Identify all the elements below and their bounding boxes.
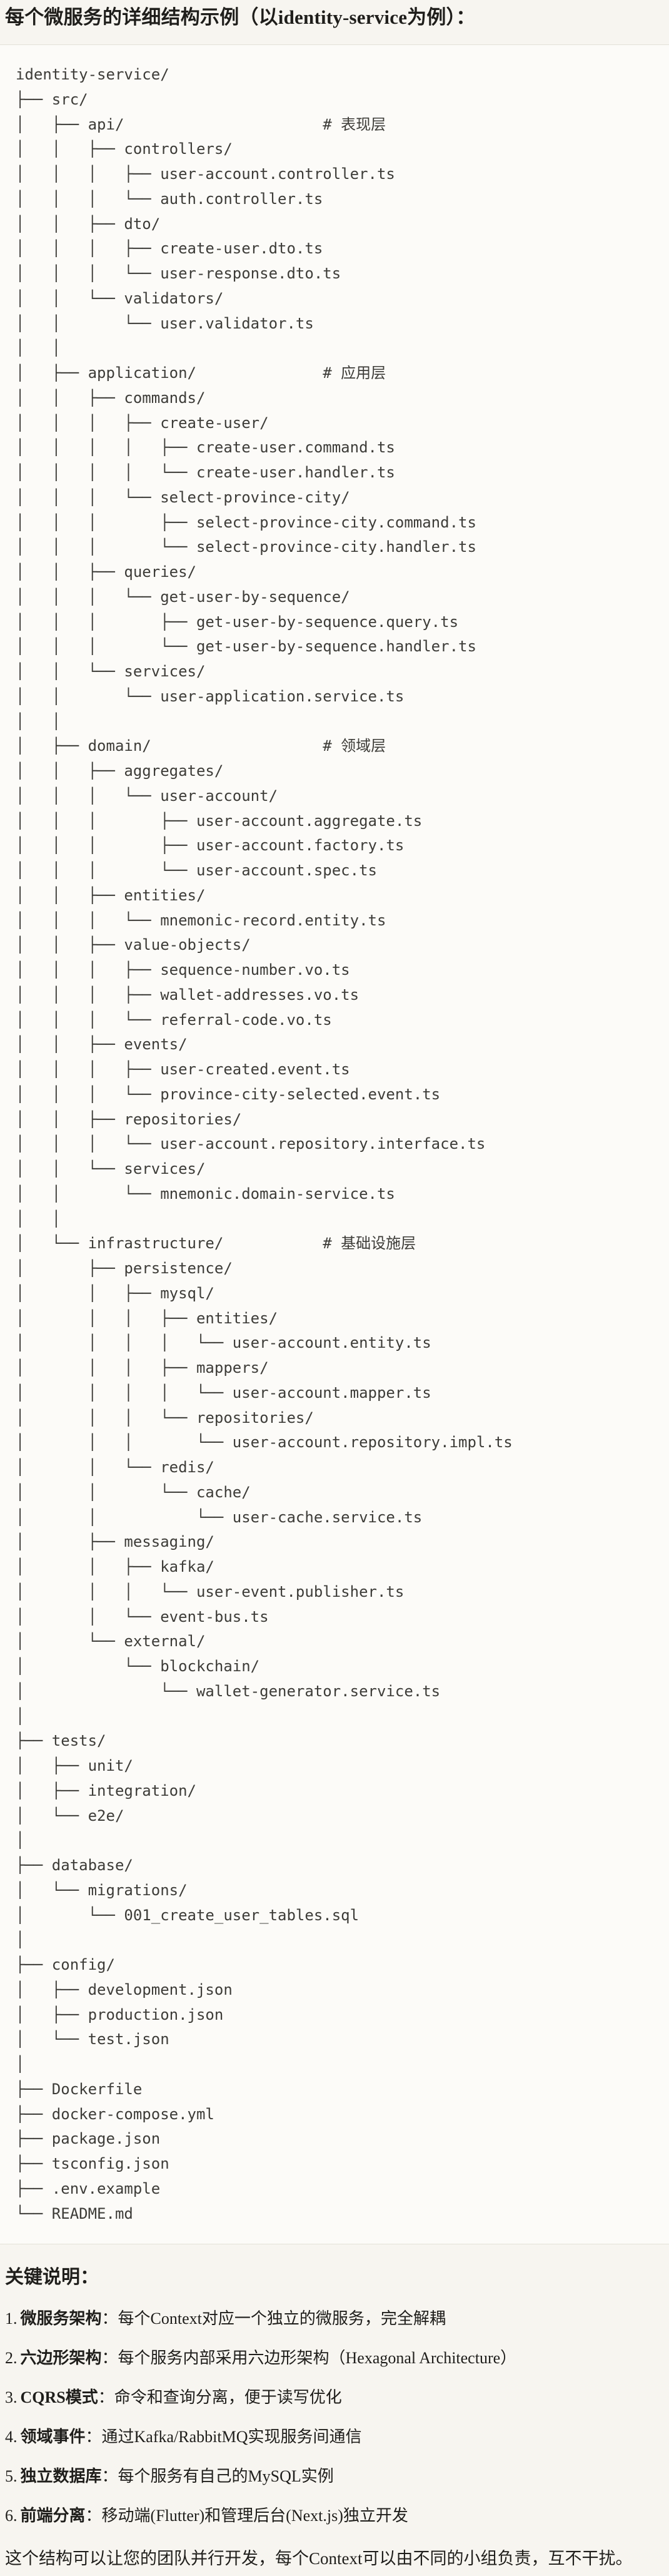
note-term: 六边形架构 <box>20 2349 102 2368</box>
note-number: 4. <box>5 2428 18 2446</box>
note-separator: ： <box>85 2507 102 2525</box>
note-desc: 命令和查询分离，便于读写优化 <box>114 2388 342 2407</box>
note-number: 5. <box>5 2467 18 2486</box>
footer-paragraph: 这个结构可以让您的团队并行开发，每个Context可以由不同的小组负责，互不干扰… <box>5 2549 633 2568</box>
note-item: 2.六边形架构：每个服务内部采用六边形架构（Hexagonal Architec… <box>5 2346 664 2370</box>
notes-heading: 关键说明： <box>5 2267 99 2288</box>
note-desc: 每个服务有自己的MySQL实例 <box>118 2467 334 2486</box>
note-separator: ： <box>101 2467 118 2486</box>
note-desc: 每个Context对应一个独立的微服务，完全解耦 <box>118 2309 446 2328</box>
note-term: 领域事件 <box>20 2428 86 2446</box>
note-desc: 移动端(Flutter)和管理后台(Next.js)独立开发 <box>101 2507 408 2525</box>
note-term: 独立数据库 <box>20 2467 102 2486</box>
notes-section: 关键说明： 1.微服务架构：每个Context对应一个独立的微服务，完全解耦 2… <box>0 2264 669 2570</box>
note-item: 4.领域事件：通过Kafka/RabbitMQ实现服务间通信 <box>5 2425 664 2448</box>
note-desc: 每个服务内部采用六边形架构（Hexagonal Architecture） <box>118 2349 517 2368</box>
file-tree: identity-service/ ├── src/ │ ├── api/ # … <box>16 66 513 2222</box>
note-number: 6. <box>5 2507 18 2525</box>
note-item: 3.CQRS模式：命令和查询分离，便于读写优化 <box>5 2386 664 2409</box>
note-separator: ： <box>98 2388 114 2407</box>
note-separator: ： <box>101 2349 118 2368</box>
note-desc: 通过Kafka/RabbitMQ实现服务间通信 <box>101 2428 362 2446</box>
note-number: 1. <box>5 2309 18 2328</box>
note-item: 5.独立数据库：每个服务有自己的MySQL实例 <box>5 2465 664 2488</box>
note-number: 3. <box>5 2388 18 2407</box>
note-item: 6.前端分离：移动端(Flutter)和管理后台(Next.js)独立开发 <box>5 2504 664 2527</box>
note-number: 2. <box>5 2349 18 2368</box>
note-item: 1.微服务架构：每个Context对应一个独立的微服务，完全解耦 <box>5 2307 664 2330</box>
note-separator: ： <box>85 2428 102 2446</box>
note-separator: ： <box>101 2309 118 2328</box>
page-title: 每个微服务的详细结构示例（以identity-service为例）： <box>5 6 476 28</box>
note-term: 微服务架构 <box>20 2309 102 2328</box>
code-block-card: identity-service/ ├── src/ │ ├── api/ # … <box>0 44 669 2245</box>
note-term: 前端分离 <box>20 2507 86 2525</box>
note-term: CQRS模式 <box>20 2388 98 2407</box>
